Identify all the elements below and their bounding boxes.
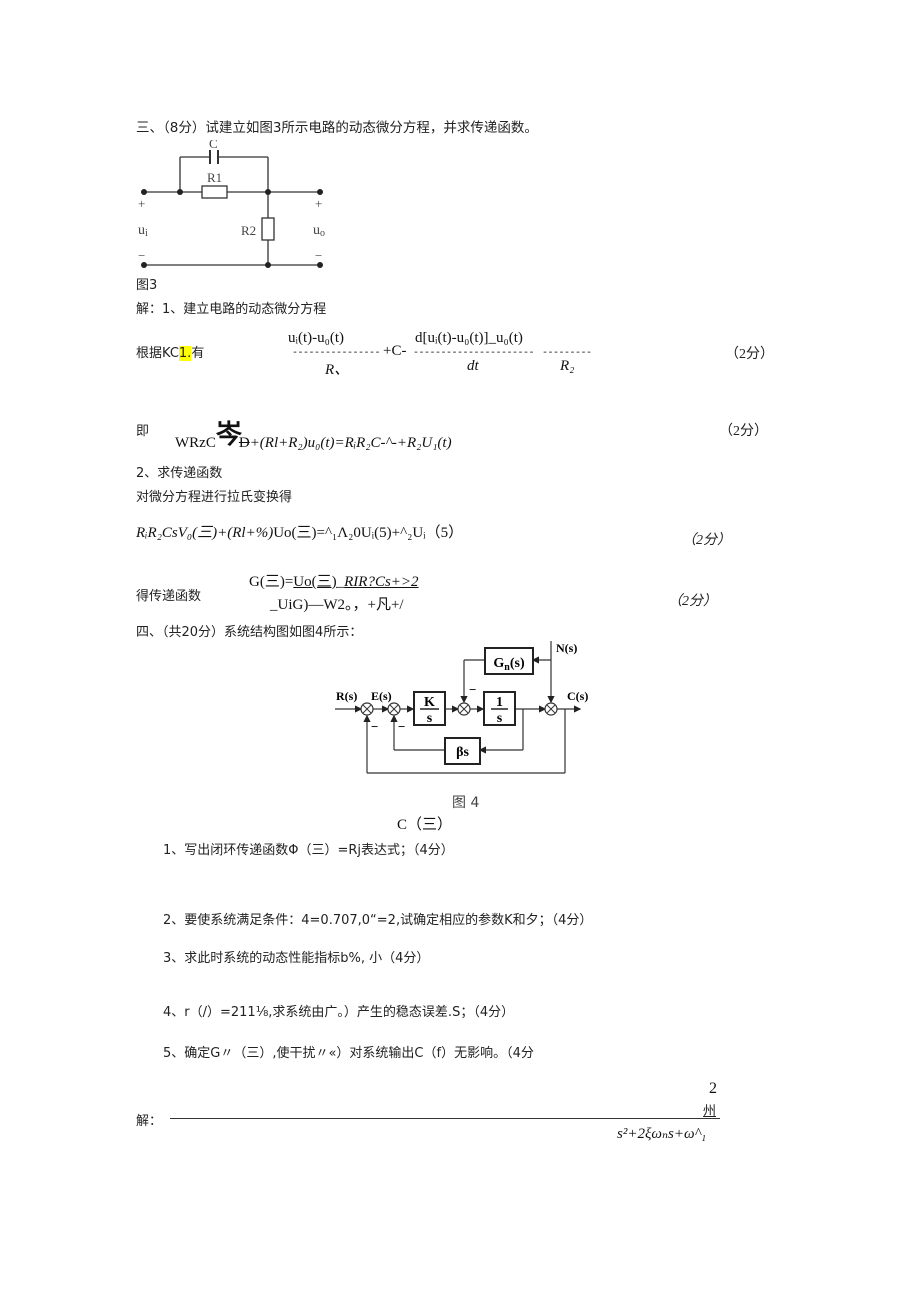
kcl-plus-c: +C- — [383, 343, 407, 359]
minus-sign-2: − — [398, 719, 405, 734]
solution-label: 解： — [136, 1114, 163, 1129]
laplace-normal: Uo(三)=^₁Λ₂0Uᵢ(5)+^₂Uᵢ（5） — [273, 525, 464, 541]
score-kcl: （2分） — [725, 347, 774, 362]
solution-denominator: s²+2ξωₙs+ω^₁ — [617, 1126, 707, 1142]
input-plus: + — [138, 196, 145, 211]
question-1: 1、写出闭环传递函数Φ（三）=Rj表达式；（4分） — [163, 843, 454, 858]
question-5: 5、确定G〃（三）,使干扰〃«）对系统输出C（f）无影响。（4分 — [163, 1046, 534, 1061]
score-eq2: （2分） — [719, 424, 768, 439]
kcl-prefix: 根据KC1.有 — [136, 342, 204, 361]
cs-label: C（三） — [397, 817, 453, 833]
signal-r: R(s) — [336, 689, 357, 703]
circuit-figure-3: C R1 R2 + + − − ui uo — [138, 140, 325, 268]
eq2-body: WRzC岑D+(Rl+R₂)u₀(t)=RᵢR₂C-^-+R₂U₁(t) — [175, 418, 452, 455]
kcl-text: 根据KC — [136, 346, 179, 361]
score-laplace: （2分） — [682, 533, 731, 548]
section3-heading: 三、（8分）试建立如图3所示电路的动态微分方程，并求传递函数。 — [136, 120, 538, 136]
step2-desc: 对微分方程进行拉氏变换得 — [136, 490, 293, 505]
fraction-bar — [170, 1118, 720, 1119]
k-block-den: s — [427, 711, 433, 726]
block-diagram-figure-4: K s 1 s Gn(s) βs R(s) E(s) C(s) N(s) − −… — [335, 641, 588, 774]
signal-n: N(s) — [556, 641, 577, 655]
gn-block-label: Gn(s) — [493, 656, 525, 673]
kcl-term3-fraction-bar: --------- — [542, 348, 592, 359]
transfer-num: RIR?Cs+>2 — [344, 574, 419, 590]
kcl-den2: dt — [467, 358, 479, 374]
signal-e: E(s) — [371, 689, 392, 703]
highlighted-text: 1. — [178, 346, 192, 361]
eq2-lhs: WRzC — [175, 435, 216, 451]
transfer-uo: Uo(三) — [293, 574, 337, 590]
kcl-term2-fraction-bar: ---------------------- — [413, 348, 535, 359]
kcl-term1-fraction-bar: ---------------- — [292, 348, 381, 359]
score-transfer: （2分） — [668, 594, 717, 609]
output-minus: − — [315, 248, 322, 263]
int-block-num: 1 — [496, 695, 503, 710]
int-block-den: s — [497, 711, 503, 726]
solution-step1: 解：1、建立电路的动态微分方程 — [136, 302, 327, 317]
transfer-sep: _ — [336, 574, 345, 590]
question-3: 3、求此时系统的动态性能指标b%, 小（4分） — [163, 951, 430, 966]
transfer-line1: G(三)=Uo(三)_RIR?Cs+>2 — [249, 570, 419, 591]
kcl-term2-numerator: d[uᵢ(t)-u₀(t)]_u₀(t) — [415, 330, 523, 346]
eq2-rest: +(Rl+R₂)u₀(t)=RᵢR₂C-^-+R₂U₁(t) — [249, 435, 452, 451]
eq2-prefix: 即 — [136, 424, 150, 439]
solution-num-glyph: 州 — [703, 1104, 717, 1119]
solution-num-top: 2 — [709, 1080, 717, 1097]
r2-label: R2 — [241, 223, 256, 238]
section4-heading: 四、（共20分）系统结构图如图4所示： — [136, 625, 363, 640]
transfer-label: 得传递函数 — [136, 589, 202, 604]
r1-label: R1 — [207, 170, 222, 185]
kcl-term1-numerator: uᵢ(t)-u₀(t) — [288, 330, 344, 346]
kcl-den1: R、 — [325, 362, 350, 378]
figure-3-caption: 图3 — [136, 278, 158, 293]
eq2-garbled-glyph: 岑 — [215, 420, 242, 449]
capacitor-label: C — [209, 140, 218, 151]
k-block-num: K — [424, 695, 435, 710]
input-voltage-label: ui — [138, 223, 148, 239]
kcl-suffix: 有 — [191, 346, 205, 361]
minus-sign-3: − — [469, 682, 476, 697]
input-minus: − — [138, 248, 145, 263]
transfer-line2: _UiG)—W2。，+凡+/ — [270, 597, 404, 613]
output-plus: + — [315, 196, 322, 211]
signal-c: C(s) — [567, 689, 588, 703]
laplace-equation: RᵢR₂CsV₀(三)+(Rl+%)Uo(三)=^₁Λ₂0Uᵢ(5)+^₂Uᵢ（… — [136, 521, 463, 542]
beta-block-label: βs — [456, 745, 469, 760]
laplace-italic: RᵢR₂CsV₀(三)+(Rl+%) — [136, 525, 274, 541]
figure-4-caption: 图 4 — [452, 795, 480, 811]
question-2: 2、要使系统满足条件：4=0.707,0“=2,试确定相应的参数K和夕；（4分） — [163, 913, 593, 928]
question-4: 4、r（/）=211⅛,求系统由广。）产生的稳态误差.S；（4分） — [163, 1005, 515, 1020]
step2-title: 2、求传递函数 — [136, 466, 223, 481]
eq2-d-term: D — [238, 435, 250, 451]
transfer-g: G(三)= — [249, 574, 294, 590]
minus-sign-1: − — [371, 719, 378, 734]
output-voltage-label: uo — [313, 223, 325, 239]
kcl-den3: R₂ — [560, 358, 575, 374]
